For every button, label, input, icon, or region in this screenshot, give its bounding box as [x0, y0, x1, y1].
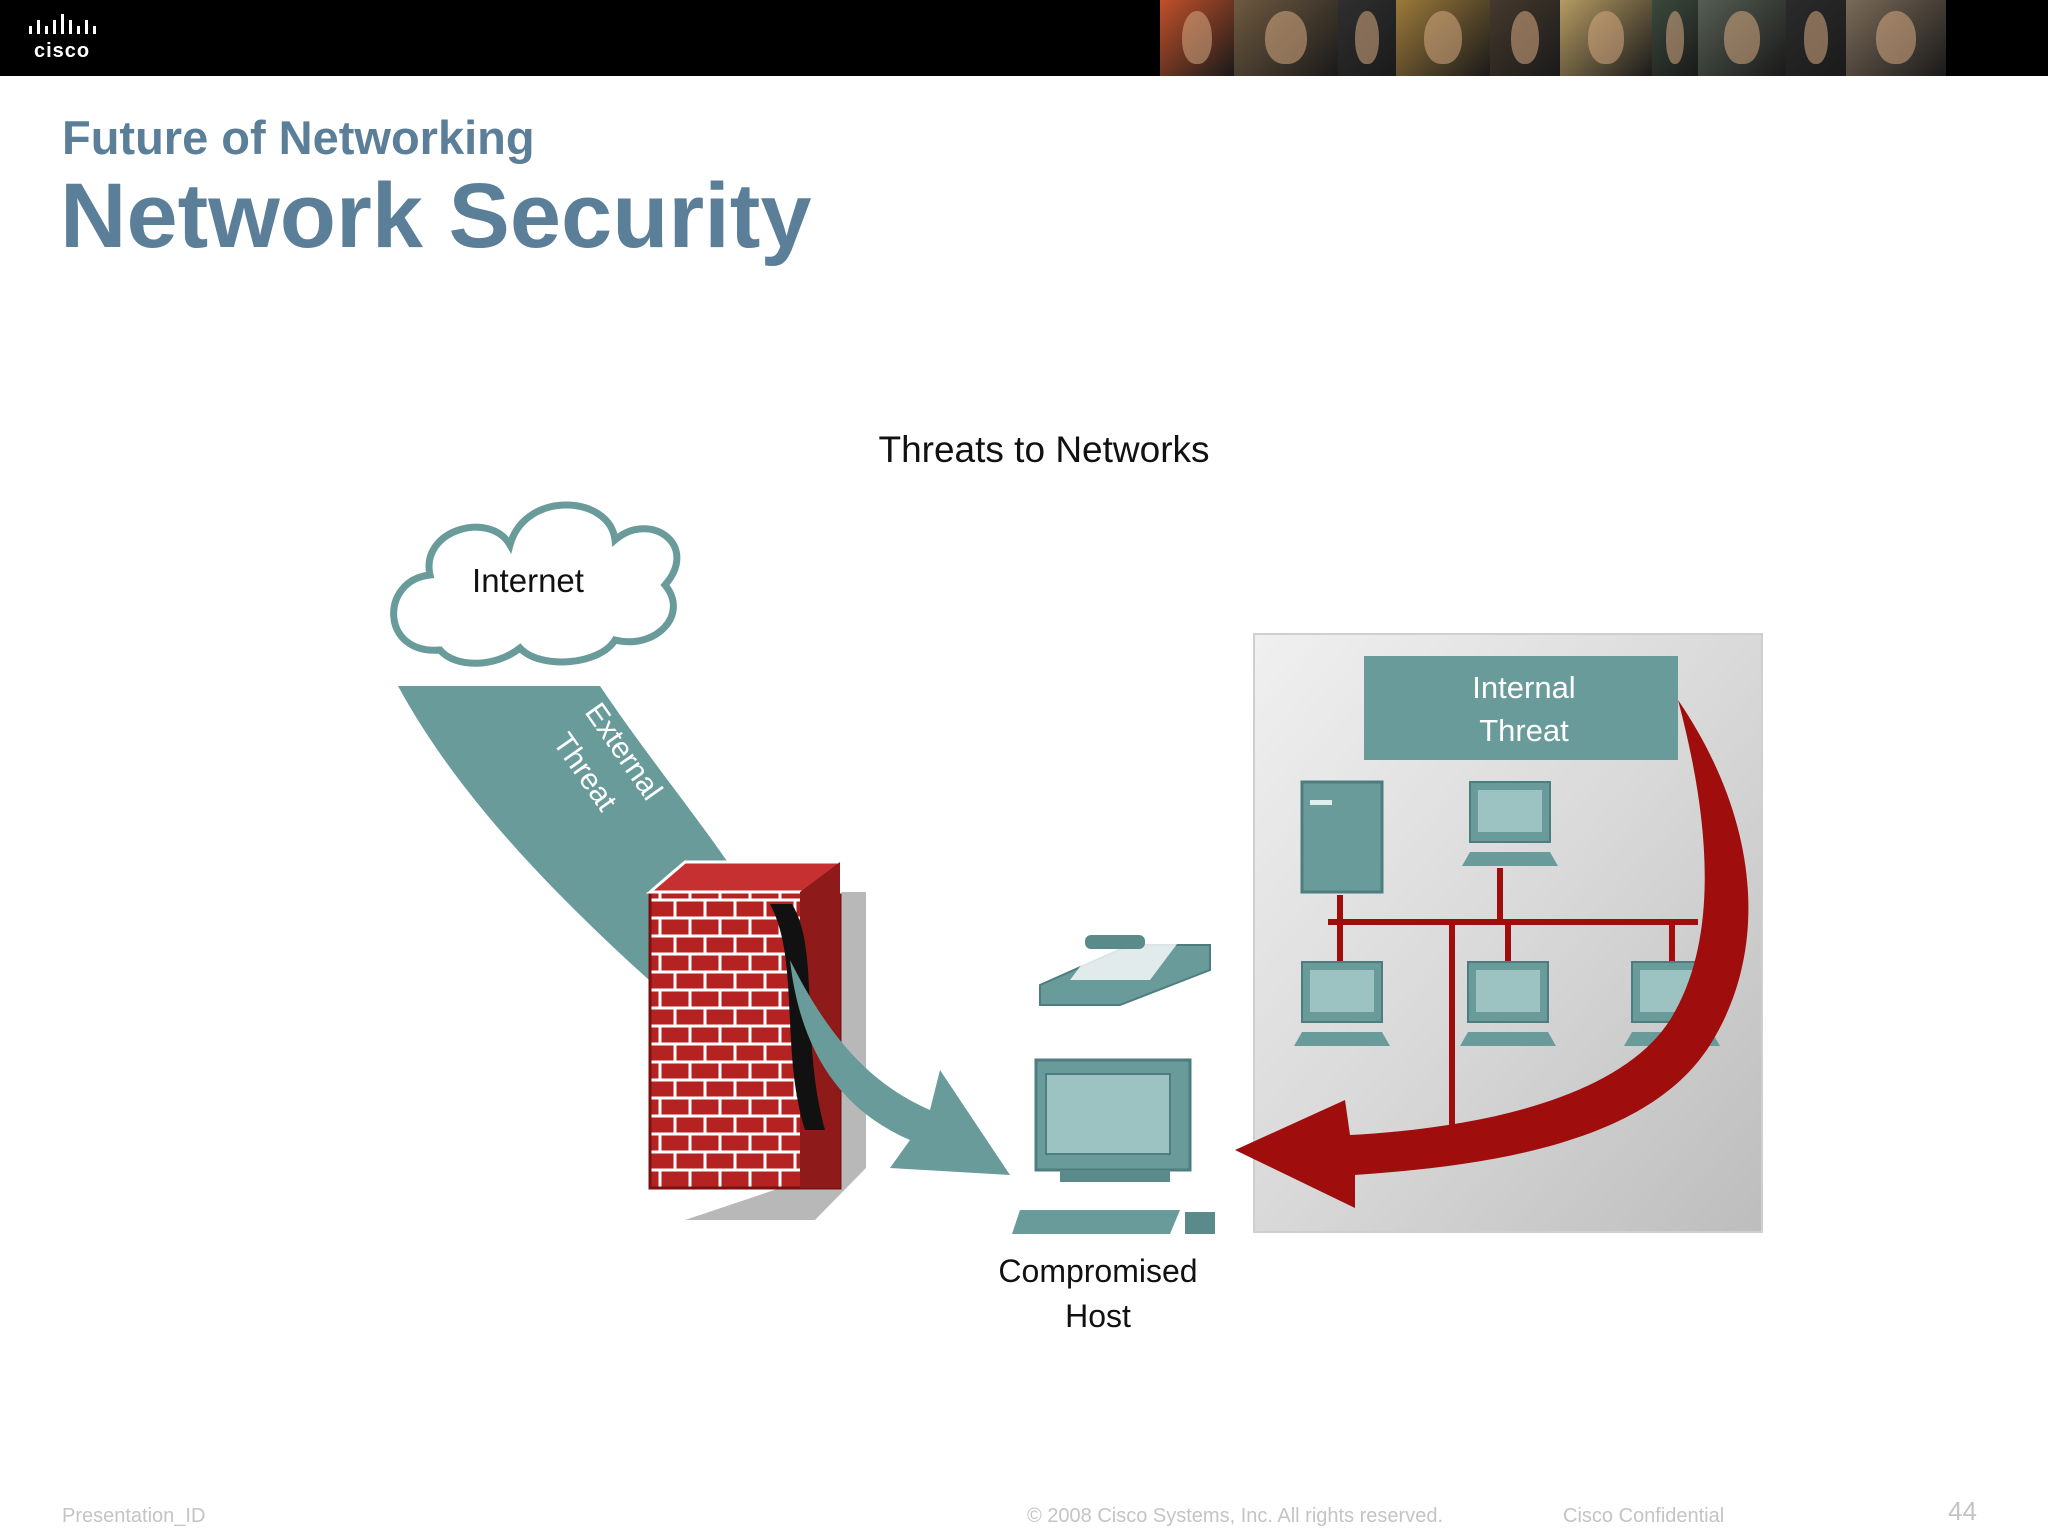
internal-threat-box [1364, 656, 1678, 760]
photo-strip [1160, 0, 2048, 76]
internet-cloud-icon [390, 501, 681, 667]
host-label-2: Host [1065, 1298, 1131, 1334]
server-icon [1300, 780, 1384, 894]
footer-presentation-id: Presentation_ID [62, 1505, 206, 1527]
portrait-icon [1724, 10, 1760, 64]
portrait-icon [1355, 10, 1379, 64]
internal-threat-label-1: Internal [1472, 670, 1575, 705]
page-number: 44 [1948, 1496, 1977, 1526]
portrait-icon [1265, 10, 1307, 64]
portrait-icon [1876, 10, 1916, 64]
host-label-1: Compromised [998, 1253, 1197, 1289]
cisco-logo: cisco [26, 14, 126, 64]
portrait-icon [1804, 10, 1828, 64]
cisco-bars-icon [29, 14, 96, 34]
header-photo-tile [1490, 0, 1560, 76]
header-photo-tile [1652, 0, 1698, 76]
portrait-icon [1587, 10, 1625, 64]
header-photo-tile [1234, 0, 1338, 76]
slide-subtitle: Future of Networking [62, 111, 535, 164]
internal-threat-arrow [1235, 700, 1749, 1208]
footer-copyright: © 2008 Cisco Systems, Inc. All rights re… [1027, 1505, 1444, 1527]
header-photo-tile [1786, 0, 1846, 76]
external-threat-arrow [790, 960, 1010, 1175]
header-photo-tile [1560, 0, 1652, 76]
header-photo-tile [1698, 0, 1786, 76]
diagram-heading: Threats to Networks [878, 429, 1209, 470]
footer-confidential: Cisco Confidential [1563, 1505, 1725, 1527]
internal-threat-label-2: Threat [1479, 713, 1569, 748]
header-photo-tile [1338, 0, 1396, 76]
workstation-icon [1462, 781, 1558, 866]
portrait-icon [1182, 10, 1212, 64]
header-photo-tile [1396, 0, 1490, 76]
portrait-icon [1424, 10, 1462, 64]
internet-label: Internet [472, 562, 584, 599]
header-photo-tile [1846, 0, 1946, 76]
workstation-icon [1294, 961, 1390, 1046]
workstation-icon [1460, 961, 1556, 1046]
portrait-icon [1511, 10, 1539, 64]
portrait-icon [1665, 10, 1685, 64]
header-photo-tile [1160, 0, 1234, 76]
network-bus [1328, 868, 1698, 1125]
logo-wordmark: cisco [34, 40, 91, 62]
telephone-icon [1039, 935, 1211, 1006]
compromised-host-icon [1012, 1058, 1215, 1234]
header-bar: cisco [0, 0, 2048, 76]
slide-title: Network Security [60, 165, 812, 267]
